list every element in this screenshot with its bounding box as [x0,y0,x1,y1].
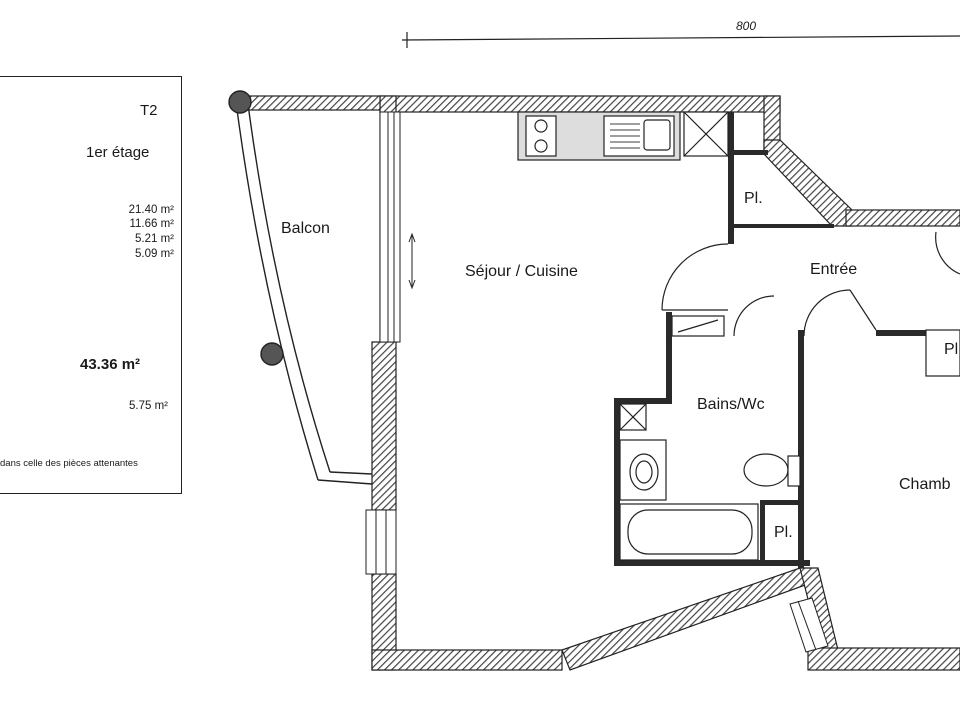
area-value: 5.09 m² [135,248,174,260]
room-sejour: Séjour / Cuisine [465,263,578,280]
room-placard: Pl. [744,190,763,207]
sliding-arrow-icon [408,232,416,290]
summary-panel [0,76,182,494]
area-value: 11.66 m² [129,218,174,230]
dimension-label: 800 [736,19,757,33]
interior-walls [614,112,960,568]
bottom-window [789,597,829,653]
exterior-walls [243,95,960,671]
balcony-rail [228,90,373,485]
kitchen-counter [517,111,729,161]
sliding-door [365,111,401,575]
floor-label: 1er étage [86,144,150,161]
dimension-line [401,32,960,48]
apartment-type: T2 [140,102,158,119]
door-swings [661,231,960,337]
total-area: 43.36 m² [80,356,141,373]
room-bains: Bains/Wc [697,396,765,413]
room-entree: Entrée [810,261,858,278]
room-balcon: Balcon [281,220,330,237]
balcony-area: 5.75 m² [129,400,168,412]
area-value: 21.40 m² [128,204,174,216]
placard-box [925,329,960,377]
room-placard: Pl. [774,524,793,541]
area-value: 5.21 m² [135,233,174,245]
room-chambre: Chamb [899,476,951,493]
room-placard: Pl [944,341,959,358]
bathroom-fixtures [619,315,801,561]
area-note: dans celle des pièces attenantes [0,458,138,469]
